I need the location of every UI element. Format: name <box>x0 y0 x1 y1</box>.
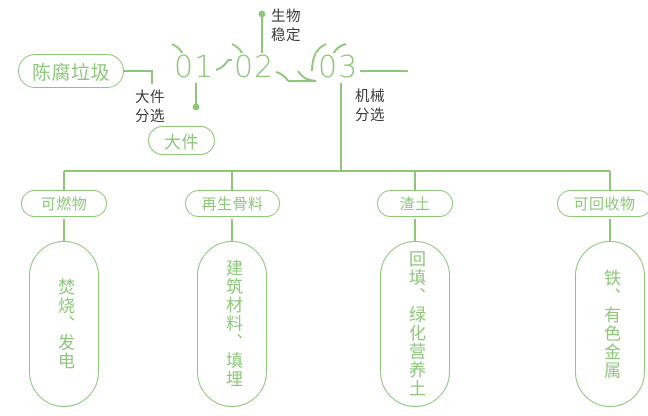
stage-number-02[interactable]: 02 <box>232 50 277 85</box>
output-pill-kerenwu-label: 可燃物 <box>40 196 88 213</box>
output-pill-kehuishouwu[interactable]: 可回收物 <box>557 190 648 217</box>
output-pill-kehuishouwu-label: 可回收物 <box>573 196 636 213</box>
outcome-box-zaisheng-guliao-text: 建筑材料、填埋 <box>223 259 243 389</box>
stage-output-pill-dajian-label: 大件 <box>164 133 199 152</box>
outcome-box-zaisheng-guliao[interactable]: 建筑材料、填埋 <box>197 241 267 407</box>
outcome-box-kehuishouwu-text: 铁、有色金属 <box>601 268 621 380</box>
outcome-box-kerenwu-text: 焚烧、发电 <box>55 277 75 371</box>
stage-output-pill-dajian[interactable]: 大件 <box>148 126 215 155</box>
outcome-box-zhatu-text: 回填、绿化营养土 <box>406 250 426 398</box>
output-pill-zhatu-label: 渣土 <box>399 196 431 213</box>
stage-number-03[interactable]: 03 <box>316 50 361 85</box>
output-pill-zaisheng-guliao[interactable]: 再生骨料 <box>185 190 280 217</box>
outcome-box-zhatu[interactable]: 回填、绿化营养土 <box>380 241 450 407</box>
outcome-box-kehuishouwu[interactable]: 铁、有色金属 <box>575 241 645 407</box>
stage-label-02-shengwu-wending: 生物 稳定 <box>271 9 301 44</box>
output-pill-zaisheng-guliao-label: 再生骨料 <box>201 196 264 213</box>
stage-label-01-dajian-fenxuan: 大件 分选 <box>135 90 165 125</box>
source-pill-chenfu-laji[interactable]: 陈腐垃圾 <box>18 54 125 88</box>
stage-label-03-jixie-fenxuan: 机械 分选 <box>355 89 385 124</box>
source-pill-label: 陈腐垃圾 <box>32 62 111 84</box>
output-pill-kerenwu[interactable]: 可燃物 <box>21 190 107 217</box>
outcome-box-kerenwu[interactable]: 焚烧、发电 <box>29 241 99 407</box>
output-pill-zhatu[interactable]: 渣土 <box>377 190 453 217</box>
stage-number-01[interactable]: 01 <box>172 50 217 85</box>
